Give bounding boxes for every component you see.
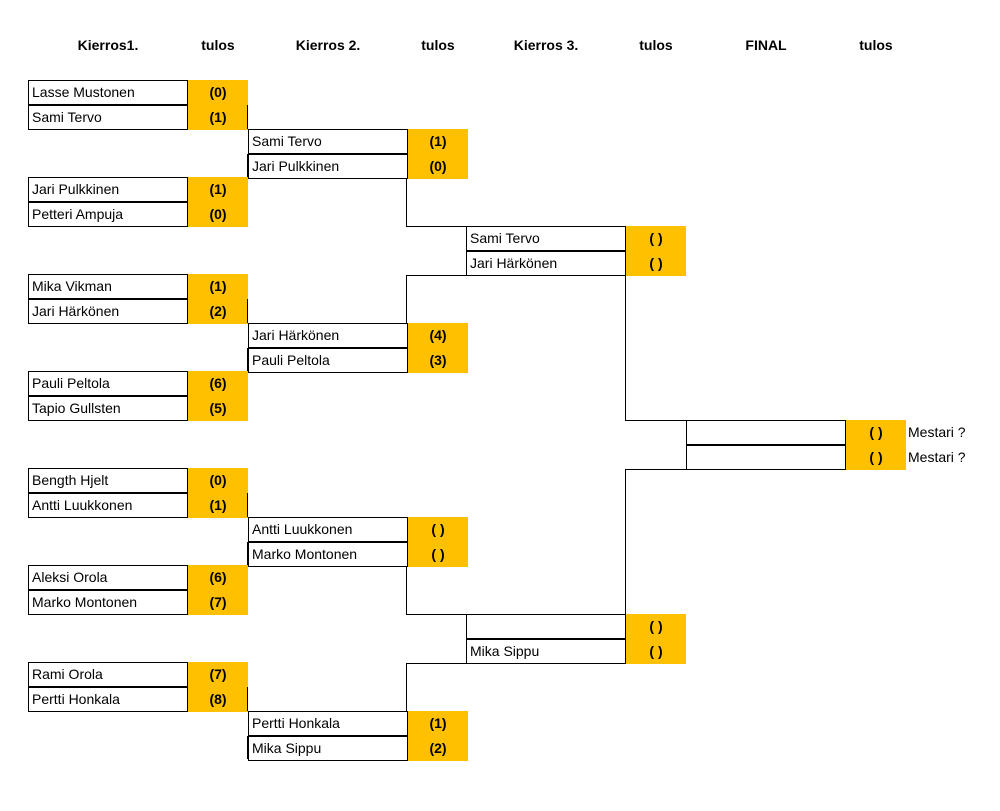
round1-score[interactable]: (0) [188,202,248,227]
round2-player-name[interactable]: Pauli Peltola [248,348,408,373]
column-header-5: tulos [639,37,673,53]
bracket-connector-line [625,275,626,420]
bracket-connector-line [406,178,407,227]
final-player-name[interactable] [686,420,846,445]
round1-score[interactable]: (2) [188,299,248,324]
round1-score[interactable]: (1) [188,274,248,299]
round1-player-name[interactable]: Sami Tervo [28,105,188,130]
round1-player-name[interactable]: Bength Hjelt [28,468,188,493]
round3-player-name[interactable]: Jari Härkönen [466,251,626,276]
round1-score[interactable]: (1) [188,493,248,518]
bracket-connector-line [625,420,686,421]
bracket-connector-line [625,469,626,614]
round1-player-name[interactable]: Pauli Peltola [28,371,188,396]
column-header-1: tulos [201,37,235,53]
round2-score[interactable]: (4) [408,323,468,348]
round1-score[interactable]: (0) [188,80,248,105]
bracket-connector-line [247,736,248,759]
column-header-4: Kierros 3. [513,37,579,53]
bracket-connector-line [406,663,407,711]
round2-score[interactable]: (1) [408,129,468,154]
final-score[interactable]: ( ) [846,445,906,470]
bracket-connector-line [247,542,248,565]
round3-player-name[interactable] [466,614,626,639]
round2-score[interactable]: (3) [408,348,468,373]
round1-player-name[interactable]: Mika Vikman [28,274,188,299]
round3-score[interactable]: ( ) [626,614,686,639]
bracket-connector-line [406,275,466,276]
round1-player-name[interactable]: Jari Pulkkinen [28,177,188,202]
round1-player-name[interactable]: Petteri Ampuja [28,202,188,227]
round3-score[interactable]: ( ) [626,251,686,276]
round2-score[interactable]: ( ) [408,517,468,542]
round1-score[interactable]: (5) [188,396,248,421]
round1-score[interactable]: (6) [188,371,248,396]
round1-player-name[interactable]: Aleksi Orola [28,565,188,590]
round3-score[interactable]: ( ) [626,226,686,251]
bracket-connector-line [247,154,248,177]
champion-label: Mestari ? [908,449,966,465]
round1-player-name[interactable]: Tapio Gullsten [28,396,188,421]
bracket-connector-line [247,493,248,517]
bracket-connector-line [625,469,686,470]
bracket-connector-line [406,226,466,227]
round1-player-name[interactable]: Antti Luukkonen [28,493,188,518]
final-score[interactable]: ( ) [846,420,906,445]
column-header-0: Kierros1. [77,37,139,53]
bracket-connector-line [247,687,248,711]
round2-score[interactable]: (2) [408,736,468,761]
round1-score[interactable]: (7) [188,662,248,687]
round2-player-name[interactable]: Marko Montonen [248,542,408,567]
round2-player-name[interactable]: Jari Pulkkinen [248,154,408,179]
round1-score[interactable]: (0) [188,468,248,493]
bracket-connector-line [247,105,248,129]
column-header-6: FINAL [745,37,787,53]
final-player-name[interactable] [686,445,846,470]
bracket-connector-line [247,348,248,371]
round3-player-name[interactable]: Sami Tervo [466,226,626,251]
round1-score[interactable]: (1) [188,177,248,202]
round2-score[interactable]: (0) [408,154,468,179]
column-header-7: tulos [859,37,893,53]
round1-player-name[interactable]: Jari Härkönen [28,299,188,324]
round1-score[interactable]: (6) [188,565,248,590]
column-header-2: Kierros 2. [295,37,361,53]
bracket-connector-line [406,663,466,664]
round1-score[interactable]: (8) [188,687,248,712]
bracket-connector-line [247,299,248,323]
round2-player-name[interactable]: Mika Sippu [248,736,408,761]
round2-player-name[interactable]: Sami Tervo [248,129,408,154]
round3-score[interactable]: ( ) [626,639,686,664]
bracket-connector-line [406,275,407,323]
round1-player-name[interactable]: Rami Orola [28,662,188,687]
round3-player-name[interactable]: Mika Sippu [466,639,626,664]
round1-player-name[interactable]: Marko Montonen [28,590,188,615]
round2-score[interactable]: ( ) [408,542,468,567]
round1-score[interactable]: (7) [188,590,248,615]
round2-player-name[interactable]: Jari Härkönen [248,323,408,348]
round2-player-name[interactable]: Antti Luukkonen [248,517,408,542]
round2-score[interactable]: (1) [408,711,468,736]
bracket-connector-line [406,614,466,615]
bracket-connector-line [406,566,407,614]
champion-label: Mestari ? [908,424,966,440]
column-header-3: tulos [421,37,455,53]
round1-player-name[interactable]: Lasse Mustonen [28,80,188,105]
round2-player-name[interactable]: Pertti Honkala [248,711,408,736]
round1-player-name[interactable]: Pertti Honkala [28,687,188,712]
round1-score[interactable]: (1) [188,105,248,130]
